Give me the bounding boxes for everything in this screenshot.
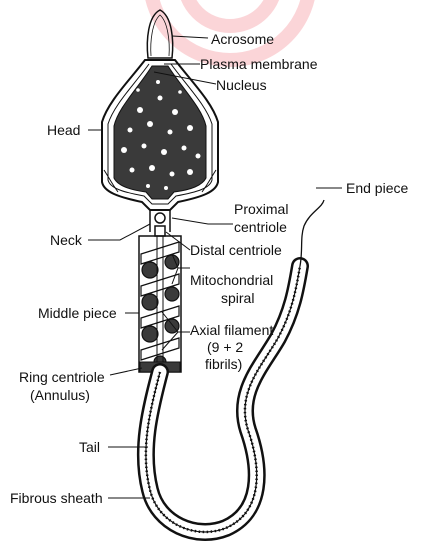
sperm-head [102,10,218,210]
label-ring-centriole-line2: (Annulus) [30,387,90,403]
watermark-logo [150,0,310,60]
label-distal-centriole: Distal centriole [190,242,282,258]
label-axial-filament-line3: fibrils) [205,356,242,372]
sperm-middle-piece [139,236,181,372]
label-plasma-membrane: Plasma membrane [200,56,318,72]
label-neck: Neck [50,232,83,248]
label-proximal-centriole-line2: centriole [234,219,287,235]
label-ring-centriole-line1: Ring centriole [19,369,105,385]
label-tail: Tail [79,439,100,455]
mitochondrial-spiral-shape [141,242,179,368]
label-proximal-centriole-line1: Proximal [234,201,288,217]
sperm-neck [150,210,170,236]
label-mitochondrial-spiral-line2: spiral [221,290,254,306]
label-nucleus: Nucleus [216,77,267,93]
end-piece-shape [300,200,324,266]
proximal-centriole-shape [155,213,165,223]
label-acrosome: Acrosome [211,31,274,47]
label-axial-filament-line2: (9 + 2 [207,339,243,355]
distal-centriole-shape [155,226,165,236]
label-head: Head [47,122,80,138]
label-axial-filament-line1: Axial filament [190,322,273,338]
nucleus-shape [114,66,206,199]
label-middle-piece: Middle piece [38,305,117,321]
label-end-piece: End piece [346,180,408,196]
label-fibrous-sheath: Fibrous sheath [10,490,103,506]
label-mitochondrial-spiral-line1: Mitochondrial [190,272,273,288]
